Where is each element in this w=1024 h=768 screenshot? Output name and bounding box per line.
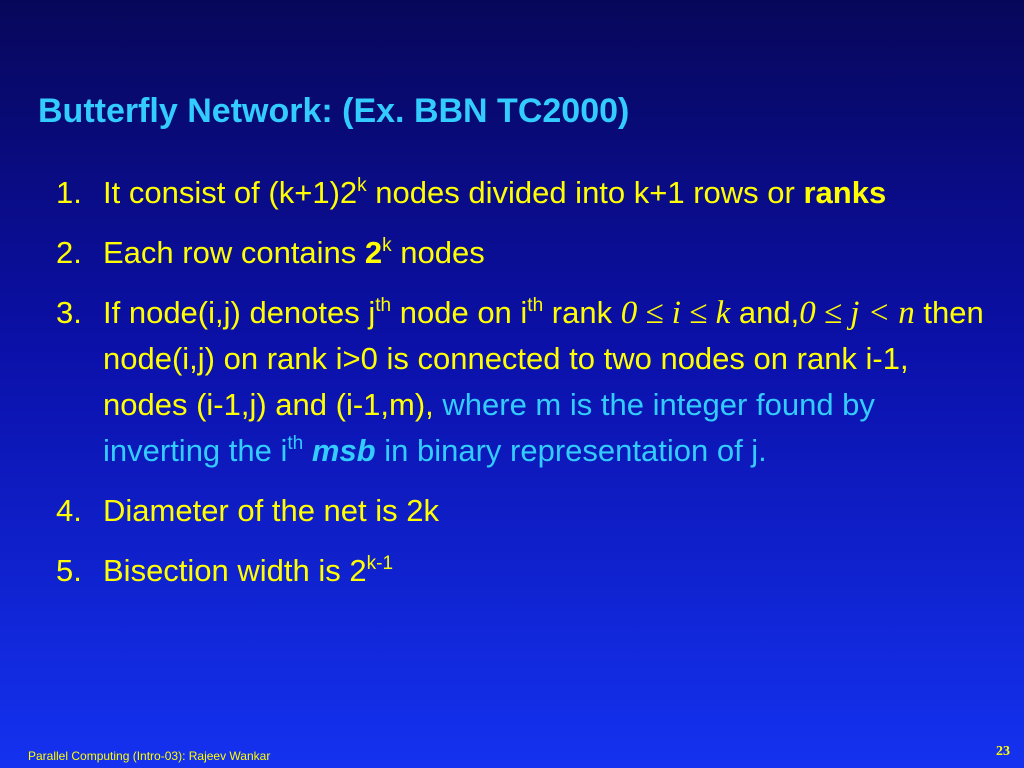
superscript: k (357, 175, 367, 196)
superscript: th (287, 433, 304, 454)
list-item-2: 2. Each row contains 2k nodes (56, 230, 986, 276)
item-number: 1. (56, 175, 82, 210)
list-item-4: 4. Diameter of the net is 2k (56, 488, 986, 534)
list-item-1: 1. It consist of (k+1)2k nodes divided i… (56, 170, 986, 216)
math-inequality: 0 ≤ i ≤ k (620, 295, 731, 331)
superscript: th (527, 295, 544, 316)
page-number: 23 (996, 744, 1010, 759)
item-text: If node(i,j) denotes j (103, 295, 376, 330)
item-text: node on i (391, 295, 528, 330)
superscript: k-1 (366, 553, 394, 574)
item-text: nodes divided into k+1 rows or (366, 175, 804, 210)
item-text: nodes (391, 235, 485, 270)
slide-title: Butterfly Network: (Ex. BBN TC2000) (38, 92, 630, 130)
bold-term: ranks (803, 175, 887, 210)
highlight-text: in binary representation of j. (375, 433, 767, 468)
item-text: Each row contains (103, 235, 365, 270)
list-item-5: 5. Bisection width is 2k-1 (56, 548, 986, 594)
superscript: th (375, 295, 392, 316)
item-text: rank (543, 295, 621, 330)
item-text: and, (730, 295, 800, 330)
item-number: 3. (56, 295, 82, 330)
footer-course-label: Parallel Computing (Intro-03): Rajeev Wa… (28, 749, 271, 763)
item-text: Bisection width is 2 (103, 553, 367, 588)
item-number: 4. (56, 493, 82, 528)
item-number: 2. (56, 235, 82, 270)
bold-term: msb (311, 433, 376, 468)
item-text: then node(i,j) on rank i>0 is connected … (103, 295, 984, 422)
bullet-list: 1. It consist of (k+1)2k nodes divided i… (56, 170, 986, 608)
item-number: 5. (56, 553, 82, 588)
item-text: Diameter of the net is 2k (103, 493, 439, 528)
superscript: k (382, 235, 392, 256)
bold-term: 2 (364, 235, 383, 270)
math-inequality: 0 ≤ j < n (799, 295, 915, 331)
list-item-3: 3. If node(i,j) denotes jth node on ith … (56, 290, 986, 474)
item-text: It consist of (k+1)2 (103, 175, 358, 210)
highlight-text: where m is the integer found by invertin… (103, 387, 875, 468)
